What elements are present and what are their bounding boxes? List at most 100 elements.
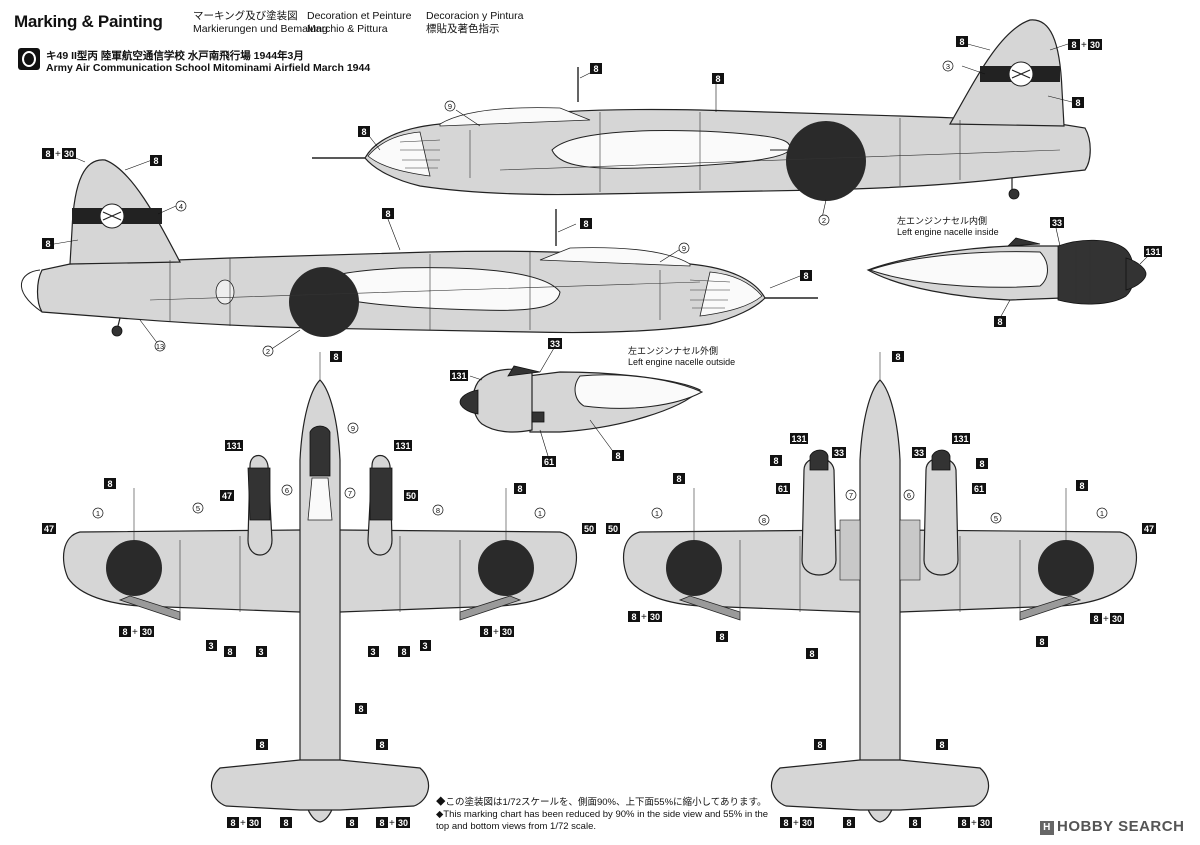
lower-hinomaru	[289, 267, 359, 337]
callout-8: 8	[224, 646, 236, 657]
callout-8: 8	[355, 703, 367, 714]
lower-tailwheel	[111, 325, 123, 337]
callout-text: 8	[1075, 98, 1080, 108]
callout-8: 8	[780, 817, 792, 828]
marking-title-en: Army Air Communication School Mitominami…	[46, 62, 371, 74]
nacelle-inside-view	[866, 237, 1147, 305]
upper-tailwheel	[1008, 188, 1020, 200]
callout-text: 30	[1090, 40, 1100, 50]
callout-text: 8	[997, 317, 1002, 327]
watermark-logo-icon: H	[1040, 821, 1054, 835]
decal-number: 9	[448, 102, 452, 111]
callout-8: 8	[280, 817, 292, 828]
plus-sign: +	[641, 612, 647, 623]
bottom-view	[622, 352, 1138, 823]
callout-text: 8	[517, 484, 522, 494]
callout-text: 3	[208, 641, 213, 651]
top-fuselage	[299, 379, 341, 823]
decal-number: 1	[538, 509, 542, 518]
callout-8: 8	[330, 351, 342, 362]
plus-sign: +	[389, 818, 395, 829]
callout-text: 8	[1071, 40, 1076, 50]
callout-47: 47	[42, 523, 56, 534]
plus-sign: +	[132, 627, 138, 638]
decal-6: 6	[903, 489, 915, 501]
callout-text: 30	[142, 627, 152, 637]
callout-text: 8	[895, 352, 900, 362]
lower-nose-frames	[689, 279, 731, 309]
callout-47: 47	[220, 490, 234, 501]
decal-number: 13	[156, 342, 164, 351]
nacelle-inside-spinner	[1125, 257, 1147, 291]
callout-text: 8	[959, 37, 964, 47]
decal-number: 8	[762, 516, 766, 525]
callout-8: 8	[398, 646, 410, 657]
bottom-nacelle-left	[801, 457, 837, 576]
callout-61: 61	[776, 483, 790, 494]
callout-text: 33	[550, 339, 560, 349]
callout-text: 8	[349, 818, 354, 828]
header-col-1: マーキング及び塗装図 Markierungen und Bemalung	[193, 10, 328, 36]
callout-text: 47	[44, 524, 54, 534]
top-nacelle-right-cowl	[369, 467, 393, 521]
callout-text: 61	[974, 484, 984, 494]
callout-30: 30	[62, 148, 76, 159]
bottom-hinomaru-right	[1038, 540, 1094, 596]
callout-text: 8	[283, 818, 288, 828]
decal-number: 4	[179, 202, 183, 211]
side-view-lower	[20, 159, 818, 337]
bottom-wing-panels	[739, 536, 1021, 612]
callout-text: 47	[222, 491, 232, 501]
decal-9: 9	[444, 100, 456, 112]
callout-131: 131	[952, 433, 970, 444]
callout-text: 8	[809, 649, 814, 659]
decal-5: 5	[192, 502, 204, 514]
callout-text: 8	[715, 74, 720, 84]
callout-8: 8	[256, 739, 268, 750]
callout-131: 131	[225, 440, 243, 451]
top-canopy	[307, 477, 333, 521]
callout-33: 33	[832, 447, 846, 458]
callout-text: 50	[584, 524, 594, 534]
callout-text: 30	[64, 149, 74, 159]
callout-8: 8	[716, 631, 728, 642]
callout-8: 8	[814, 739, 826, 750]
scale-note-jp: ◆この塗装図は1/72スケールを、側面90%、上下面55%に縮小してあります。	[436, 797, 767, 808]
callout-30: 30	[247, 817, 261, 828]
callout-50: 50	[606, 523, 620, 534]
header-col-2: Decoration et Peinture Marchio & Pittura	[307, 10, 411, 36]
header-col-3: Decoracion y Pintura 標貼及著色指示	[426, 10, 523, 36]
callout-text: 131	[226, 441, 241, 451]
callout-8: 8	[150, 155, 162, 166]
callout-8: 8	[104, 478, 116, 489]
callout-8: 8	[673, 473, 685, 484]
callout-text: 131	[791, 434, 806, 444]
callout-8: 8	[514, 483, 526, 494]
callout-131: 131	[394, 440, 412, 451]
top-hinomaru-right	[478, 540, 534, 596]
decal-4: 4	[175, 200, 187, 212]
plus-sign: +	[793, 818, 799, 829]
decal-8: 8	[432, 504, 444, 516]
callout-text: 8	[227, 647, 232, 657]
decal-number: 1	[1100, 509, 1104, 518]
nacelle-outside-exhaust	[531, 411, 545, 423]
callout-8: 8	[590, 63, 602, 74]
decal-1: 1	[534, 507, 546, 519]
nacelle-inside-cowl-lines	[1075, 242, 1091, 304]
marking-number-badge	[18, 48, 40, 70]
callout-text: 8	[45, 239, 50, 249]
upper-panel-lines	[469, 112, 1061, 192]
callout-text: 33	[1052, 218, 1062, 228]
plus-sign: +	[1081, 40, 1087, 51]
callout-30: 30	[396, 817, 410, 828]
callout-text: 30	[1112, 614, 1122, 624]
callout-8: 8	[1068, 39, 1080, 50]
top-view	[62, 352, 578, 823]
callout-text: 8	[1093, 614, 1098, 624]
callout-text: 8	[979, 459, 984, 469]
callout-text: 8	[631, 612, 636, 622]
callout-131: 131	[450, 370, 468, 381]
callout-8: 8	[956, 36, 968, 47]
decal-1: 1	[1096, 507, 1108, 519]
